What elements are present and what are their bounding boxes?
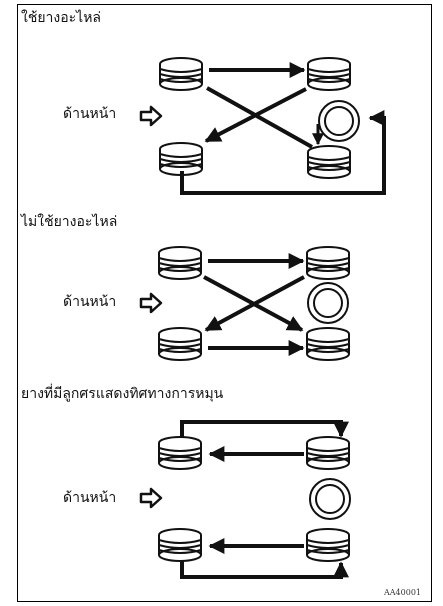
rotation-line (206, 86, 313, 149)
tire-icon (158, 528, 202, 562)
rear-to-spare-arrow (180, 110, 386, 195)
section-title: ไม่ใช้ยางอะไหล่ (21, 214, 118, 230)
tire-icon (306, 528, 350, 562)
tire-icon (158, 246, 202, 280)
tire-icon (159, 57, 203, 91)
front-label: ด้านหน้า (63, 490, 117, 506)
front-direction-arrow-icon (139, 292, 163, 314)
section-directional-tires (139, 420, 351, 579)
front-direction-arrow-icon (139, 487, 163, 509)
front-label: ด้านหน้า (63, 106, 117, 122)
tire-icon (158, 436, 202, 470)
spare-tire-icon (307, 282, 349, 324)
section-title: ยางที่มีลูกศรแสดงทิศทางการหมุน (21, 386, 224, 402)
figure-code: AA40001 (384, 588, 422, 597)
tire-icon (159, 142, 203, 176)
front-swap-arrow (180, 420, 349, 438)
tire-icon (306, 436, 350, 470)
section-title: ใช้ยางอะไหล่ (21, 10, 102, 26)
rotation-arrow (203, 275, 304, 332)
tire-icon (306, 246, 350, 280)
tire-icon (307, 145, 351, 179)
section-with-spare (139, 57, 386, 195)
rear-swap-arrow (180, 561, 349, 579)
figure-frame (17, 4, 432, 602)
tire-icon (158, 327, 202, 361)
tire-icon (307, 57, 351, 91)
tire-icon (306, 327, 350, 361)
spare-tire-icon (318, 100, 360, 142)
front-direction-arrow-icon (139, 105, 163, 127)
front-label: ด้านหน้า (63, 294, 117, 310)
section-without-spare (139, 246, 350, 361)
spare-tire-icon (309, 478, 351, 520)
